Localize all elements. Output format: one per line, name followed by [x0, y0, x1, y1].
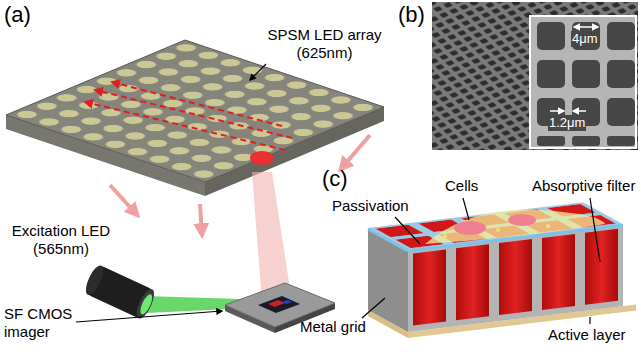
dimension-label: 4μm	[571, 31, 599, 47]
emission-arrows-part	[340, 135, 370, 170]
leader-lines-part	[250, 64, 266, 80]
leader-lines-part	[76, 311, 222, 322]
sem-image-part	[537, 136, 565, 146]
dimension-label: 1.2μm	[548, 115, 586, 131]
sensor-block-part	[456, 244, 489, 320]
sem-image	[432, 2, 638, 150]
sem-image-part	[607, 60, 635, 88]
sem-image-part	[530, 16, 636, 148]
cells-on-passivation-part	[496, 228, 500, 232]
excitation-led-part	[138, 293, 155, 316]
part-label: SF CMOS imager	[4, 305, 76, 341]
scan-path-arrows-part	[95, 90, 292, 138]
emission-arrows-part	[110, 185, 138, 216]
sem-image-part	[572, 136, 600, 146]
sem-image-part	[432, 2, 638, 150]
sensor-block-part	[368, 229, 408, 251]
sem-image-part	[572, 22, 600, 50]
part-label: Absorptive filter	[532, 177, 635, 195]
cells-on-passivation-part	[508, 214, 536, 226]
cmos-chip-part	[268, 300, 285, 307]
lit-led-spot	[250, 151, 274, 165]
sensor-block-part	[499, 239, 532, 315]
sem-image-part	[607, 22, 635, 50]
leader-lines-part	[463, 198, 469, 220]
leader-lines-part	[590, 198, 600, 262]
cells-on-passivation-part	[443, 234, 447, 238]
sensor-block-part	[413, 249, 446, 325]
dimension-arrows-part	[573, 110, 586, 112]
cmos-chip-part	[282, 300, 292, 304]
part-label: Active layer	[548, 326, 626, 344]
cells-on-passivation	[425, 210, 605, 244]
scan-path-arrows-part	[85, 102, 285, 150]
cells-on-passivation-part	[454, 221, 486, 235]
leader-lines-part	[362, 298, 385, 318]
part-label: Passivation	[332, 197, 409, 215]
panel-label: (c)	[322, 166, 348, 192]
led-array-slab	[6, 40, 384, 196]
led-array-slab-part	[6, 40, 384, 182]
part-label: Metal grid	[300, 318, 366, 336]
sem-image-part	[572, 60, 600, 88]
dimension-arrows-part	[574, 26, 586, 28]
sem-image-part	[607, 136, 635, 146]
scan-path-arrows-part	[112, 82, 282, 126]
dimension-arrows-part	[550, 110, 564, 112]
dimension-arrows	[550, 27, 598, 111]
sensor-block-part	[542, 234, 575, 310]
sensor-block-part	[585, 229, 618, 305]
part-label: Excitation LED (565nm)	[2, 222, 120, 258]
sem-image-part	[537, 60, 565, 88]
red-light-beam	[252, 172, 292, 302]
dimension-arrows-part	[586, 26, 598, 28]
emission-arrows-part	[200, 204, 202, 236]
sem-image-part	[537, 22, 565, 50]
leader-lines	[76, 64, 600, 324]
scan-path-arrows	[85, 82, 292, 150]
excitation-led	[82, 263, 157, 321]
cells-on-passivation-part	[546, 224, 550, 228]
panel-label: (a)	[4, 2, 31, 28]
sem-image-part	[607, 98, 635, 126]
cmos-chip-part	[258, 296, 300, 313]
sensor-block	[368, 202, 636, 338]
part-label: Cells	[445, 177, 478, 195]
emission-arrows	[110, 135, 370, 236]
excitation-led-part	[82, 263, 106, 297]
leader-lines-part	[589, 317, 590, 324]
panel-label: (b)	[398, 2, 425, 28]
part-label: SPSM LED array (625nm)	[262, 26, 387, 62]
cells-on-passivation-part	[425, 210, 605, 244]
leader-lines-part	[395, 217, 420, 244]
